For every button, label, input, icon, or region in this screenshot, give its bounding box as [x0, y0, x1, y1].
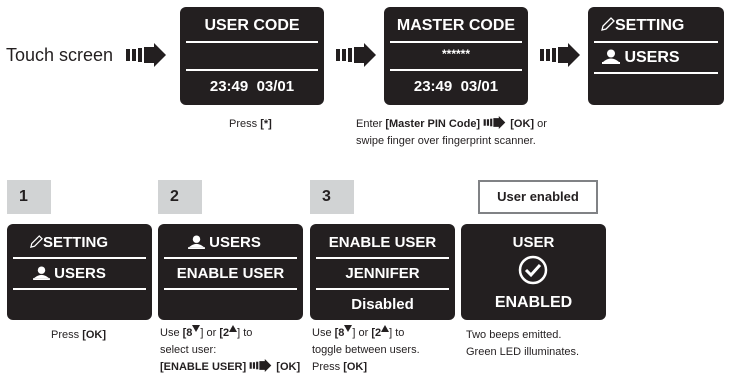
menu-item-enable-user[interactable]: ENABLE USER — [176, 265, 285, 282]
triangle-up-icon — [381, 325, 390, 332]
user-code-caption: Press [*] — [229, 118, 272, 130]
step-number-3: 3 — [310, 180, 354, 214]
hand-arrow-icon — [483, 116, 506, 129]
setting-screen[interactable]: SETTING USERS — [588, 7, 724, 105]
step3-enable-user-screen[interactable]: ENABLE USER JENNIFER Disabled — [310, 224, 455, 320]
user-status-value[interactable]: Disabled — [351, 296, 414, 313]
user-code-screen[interactable]: USER CODE 23:49 03/01 — [180, 7, 324, 105]
divider — [186, 41, 318, 43]
divider — [164, 257, 297, 259]
user-code-title: USER CODE — [204, 17, 300, 34]
result-title: USER — [512, 234, 555, 251]
step2-users-screen[interactable]: USERS ENABLE USER — [158, 224, 303, 320]
triangle-up-icon — [229, 325, 238, 332]
setting-title: SETTING — [29, 234, 108, 251]
menu-item-users[interactable]: USERS — [33, 265, 106, 282]
setting-title: SETTING — [600, 17, 684, 35]
pencil-icon — [30, 235, 43, 248]
clock-readout: 23:49 03/01 — [209, 78, 295, 95]
result-status: ENABLED — [494, 294, 573, 311]
step1-caption: Press [OK] — [51, 329, 107, 341]
user-icon — [188, 235, 205, 249]
triangle-down-icon — [344, 325, 353, 332]
divider — [186, 69, 318, 71]
hand-arrow-icon — [336, 43, 376, 67]
user-enabled-screen[interactable]: USER ENABLED — [461, 224, 606, 320]
triangle-down-icon — [192, 325, 201, 332]
user-enabled-badge: User enabled — [478, 180, 598, 214]
divider — [316, 257, 449, 259]
master-code-caption: Enter [Master PIN Code] [OK] or swipe fi… — [356, 116, 547, 147]
user-icon — [602, 49, 620, 64]
divider — [164, 288, 297, 290]
step-number-2: 2 — [158, 180, 202, 214]
divider — [390, 41, 522, 43]
divider — [13, 257, 146, 259]
master-code-title: MASTER CODE — [396, 17, 516, 34]
check-circle-icon — [518, 255, 548, 285]
users-title: USERS — [188, 234, 261, 251]
divider — [316, 288, 449, 290]
master-code-screen[interactable]: MASTER CODE ****** 23:49 03/01 — [384, 7, 528, 105]
divider — [13, 288, 146, 290]
user-icon — [33, 266, 50, 280]
hand-arrow-icon — [126, 43, 166, 67]
selected-user-name: JENNIFER — [345, 265, 420, 282]
menu-item-users[interactable]: USERS — [602, 49, 680, 67]
step2-caption: Use [8] or [2] to select user: [ENABLE U… — [160, 325, 301, 373]
clock-readout: 23:49 03/01 — [413, 78, 499, 95]
touch-screen-label: Touch screen — [6, 45, 114, 65]
hand-arrow-icon — [249, 359, 272, 372]
masked-pin: ****** — [441, 47, 471, 61]
divider — [390, 69, 522, 71]
divider — [594, 41, 718, 43]
step3-caption: Use [8] or [2] to toggle between users. … — [312, 325, 420, 373]
step-number-1: 1 — [7, 180, 51, 214]
step1-setting-screen[interactable]: SETTING USERS — [7, 224, 152, 320]
enable-user-title: ENABLE USER — [328, 234, 437, 251]
result-caption: Two beeps emitted. Green LED illuminates… — [466, 329, 580, 358]
hand-arrow-icon — [540, 43, 580, 67]
pencil-icon — [601, 17, 615, 31]
divider — [594, 72, 718, 74]
